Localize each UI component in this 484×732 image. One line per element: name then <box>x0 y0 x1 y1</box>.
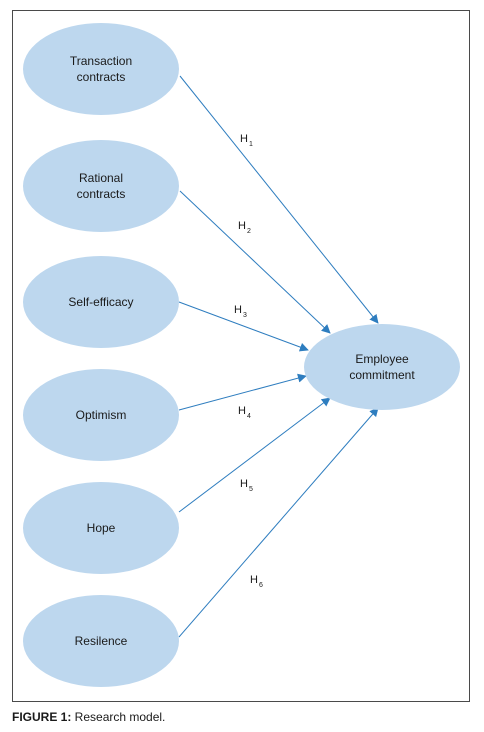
caption-lead: FIGURE 1: <box>12 710 72 724</box>
node-rational-ellipse <box>23 140 179 232</box>
arrow-optimism-to-employee-commitment <box>178 373 307 411</box>
node-self-efficacy-ellipse <box>23 256 179 348</box>
figure-caption: FIGURE 1: Research model. <box>12 710 165 724</box>
node-employee-commitment: Employee commitment <box>304 324 460 410</box>
node-transaction: Transaction contracts <box>23 23 179 115</box>
node-rational-label: contracts <box>77 187 126 201</box>
node-optimism: Optimism <box>23 369 179 461</box>
node-rational: Rational contracts <box>23 140 179 232</box>
arrow-resilence-to-employee-commitment <box>178 407 379 638</box>
arrow-hope-to-employee-commitment <box>178 397 331 513</box>
node-resilence-ellipse <box>23 595 179 687</box>
arrow-self-efficacy-to-employee-commitment <box>178 301 309 352</box>
node-transaction-label: contracts <box>77 70 126 84</box>
node-resilence-label: Resilence <box>75 634 128 648</box>
hypothesis-label: H1 <box>240 133 253 148</box>
node-transaction-ellipse <box>23 23 179 115</box>
node-self-efficacy: Self-efficacy <box>23 256 179 348</box>
node-self-efficacy-label: Self-efficacy <box>68 295 133 309</box>
hypothesis-label: H2 <box>238 220 251 235</box>
node-optimism-label: Optimism <box>76 408 127 422</box>
hypothesis-label: H6 <box>250 574 263 589</box>
node-employee-commitment-ellipse <box>304 324 460 410</box>
caption-text: Research model. <box>71 710 166 724</box>
node-hope: Hope <box>23 482 179 574</box>
node-rational-label: Rational <box>79 171 123 185</box>
arrow-transaction-to-employee-commitment <box>179 75 379 324</box>
node-hope-ellipse <box>23 482 179 574</box>
node-employee-commitment-label: commitment <box>349 368 415 382</box>
hypothesis-label: H3 <box>234 304 247 319</box>
hypothesis-label: H4 <box>238 405 251 420</box>
hypothesis-label: H5 <box>240 478 253 493</box>
node-hope-label: Hope <box>87 521 116 535</box>
node-employee-commitment-label: Employee <box>355 352 409 366</box>
arrow-rational-to-employee-commitment <box>179 190 331 334</box>
node-resilence: Resilence <box>23 595 179 687</box>
node-optimism-ellipse <box>23 369 179 461</box>
node-transaction-label: Transaction <box>70 54 132 68</box>
